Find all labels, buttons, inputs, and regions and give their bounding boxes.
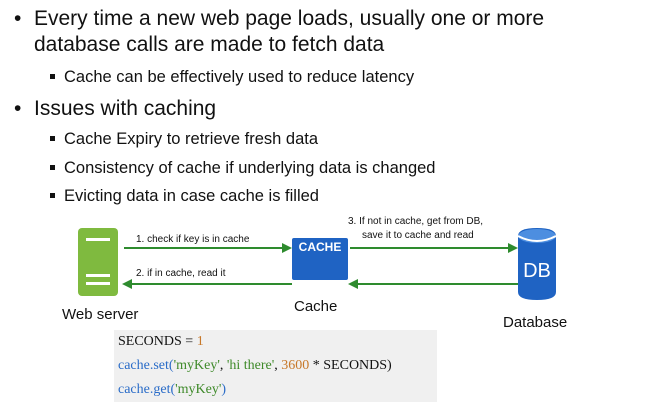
code-block: SECONDS = 1 cache.set('myKey', 'hi there… <box>114 330 437 402</box>
code-token: 'myKey' <box>173 358 220 373</box>
bullet-1-line-2: database calls are made to fetch data <box>34 33 385 56</box>
cache-diagram: CACHE <box>62 214 574 334</box>
code-token: , <box>274 358 282 373</box>
code-token: 'hi there' <box>226 358 275 373</box>
server-slot <box>86 274 110 277</box>
bullet-1-line-1: Every time a new web page loads, usually… <box>34 7 545 30</box>
code-token: SECONDS = <box>118 334 197 349</box>
code-line-2: cache.set('myKey', 'hi there', 3600 * SE… <box>118 358 392 374</box>
code-token: 'myKey' <box>175 382 222 397</box>
arrow-read-from-cache <box>122 279 292 289</box>
sub-bullet-text: Cache Expiry to retrieve fresh data <box>64 130 319 148</box>
cache-box-icon: CACHE <box>292 238 348 280</box>
sub-bullet-2-3: Evicting data in case cache is filled <box>50 185 319 207</box>
code-line-3: cache.get('myKey') <box>118 382 226 398</box>
step-3-label-line-2: save it to cache and read <box>362 230 474 241</box>
arrow-check-key <box>124 243 292 253</box>
server-icon <box>78 228 118 296</box>
bullet-dot: • <box>14 7 22 30</box>
step-2-label: 2. if in cache, read it <box>136 268 226 279</box>
code-token: 3600 <box>281 358 310 373</box>
db-icon-text: DB <box>523 260 551 282</box>
square-bullet-icon <box>50 165 55 170</box>
server-slot <box>86 238 110 241</box>
code-token: , <box>219 358 227 373</box>
code-token: cache.get( <box>118 382 176 397</box>
sub-bullet-text: Cache can be effectively used to reduce … <box>64 68 415 86</box>
sub-bullet-1-1: Cache can be effectively used to reduce … <box>50 66 414 88</box>
bullet-dot: • <box>14 97 22 120</box>
bullet-2-text: Issues with caching <box>34 97 217 120</box>
cache-caption: Cache <box>294 298 338 315</box>
code-token: 1 <box>196 334 204 349</box>
database-caption: Database <box>503 314 568 331</box>
server-slot <box>86 282 110 285</box>
bullet-2: • Issues with caching <box>14 96 216 122</box>
sub-bullet-text: Evicting data in case cache is filled <box>64 187 319 205</box>
square-bullet-icon <box>50 193 55 198</box>
database-icon <box>517 228 557 300</box>
square-bullet-icon <box>50 136 55 141</box>
step-1-label: 1. check if key is in cache <box>136 234 250 245</box>
arrow-save-to-cache <box>348 279 518 289</box>
webserver-caption: Web server <box>62 306 139 323</box>
code-token: ) <box>221 382 227 397</box>
cache-box-text: CACHE <box>298 240 342 254</box>
code-line-1: SECONDS = 1 <box>118 334 204 350</box>
code-token: cache.set( <box>118 358 174 373</box>
code-token: * SECONDS) <box>309 358 392 373</box>
bullet-1: • Every time a new web page loads, usual… <box>14 6 544 58</box>
diagram-arrows: DB <box>122 228 557 300</box>
sub-bullet-2-1: Cache Expiry to retrieve fresh data <box>50 128 318 150</box>
arrow-get-from-db <box>350 243 518 253</box>
sub-bullet-2-2: Consistency of cache if underlying data … <box>50 157 435 179</box>
sub-bullet-text: Consistency of cache if underlying data … <box>64 159 436 177</box>
step-3-label-line-1: 3. If not in cache, get from DB, <box>348 216 484 227</box>
square-bullet-icon <box>50 74 55 79</box>
